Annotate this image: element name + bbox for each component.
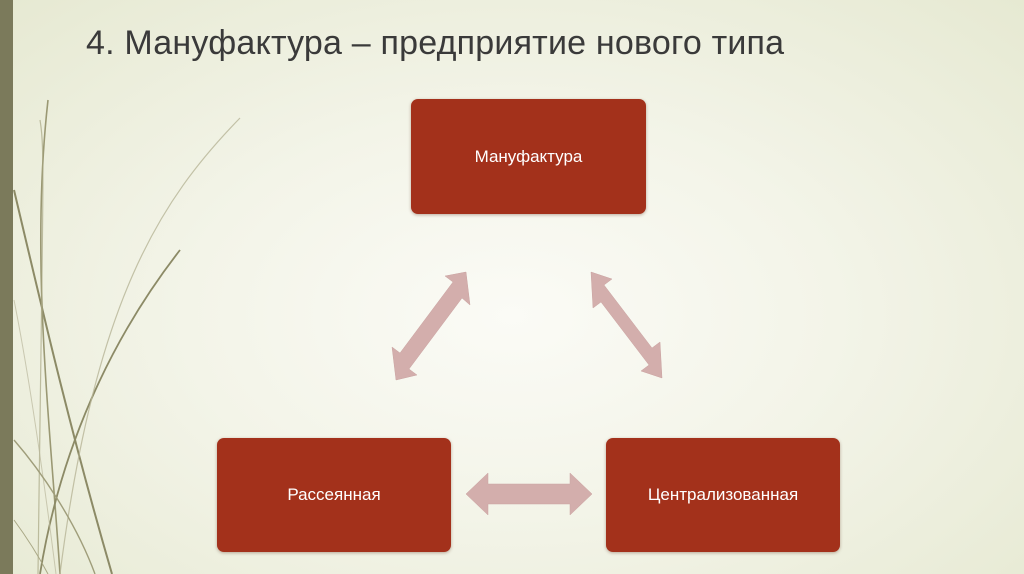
left-accent-bar [0, 0, 13, 574]
node-centralized: Централизованная [606, 438, 840, 552]
double-arrow-right [590, 271, 663, 379]
node-manufactory: Мануфактура [411, 99, 646, 214]
double-arrow-bottom [465, 472, 593, 516]
double-arrow-left [391, 271, 471, 381]
slide-title: 4. Мануфактура – предприятие нового типа [86, 24, 785, 62]
node-manufactory-label: Мануфактура [474, 146, 583, 166]
node-dispersed: Рассеянная [217, 438, 451, 552]
node-dispersed-label: Рассеянная [287, 485, 381, 504]
node-centralized-label: Централизованная [647, 485, 799, 504]
